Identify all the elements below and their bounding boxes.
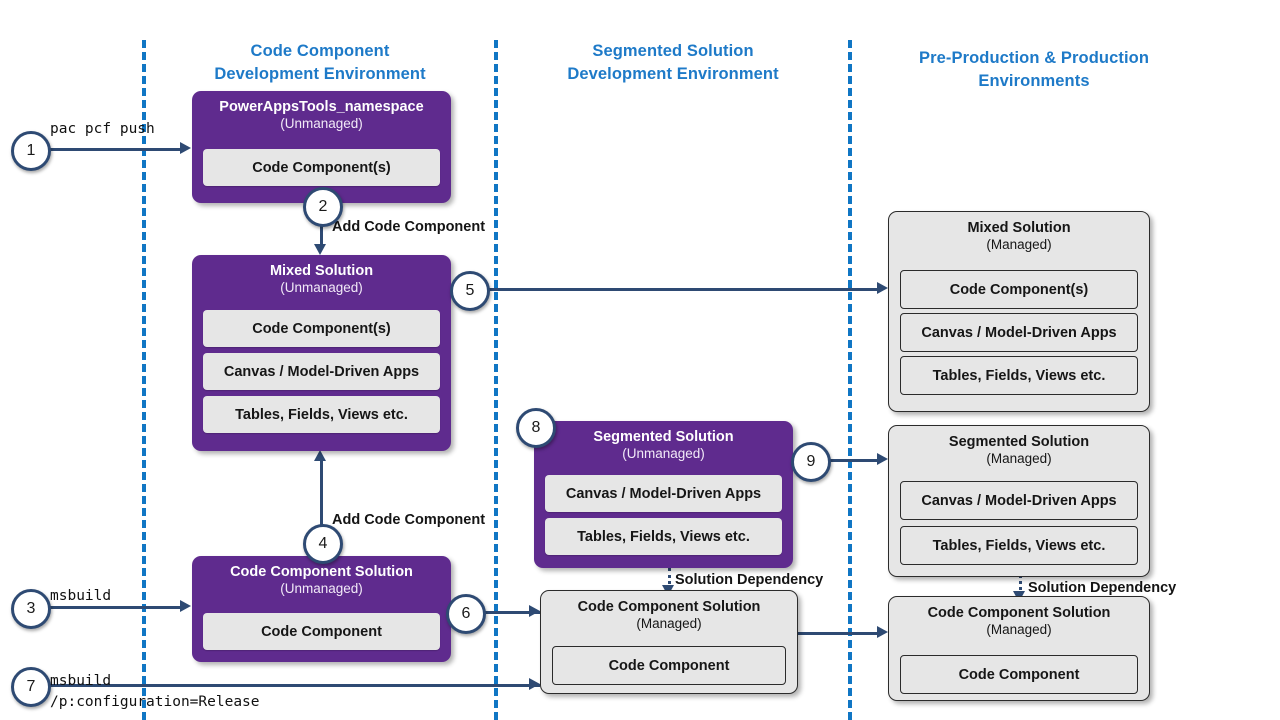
box-segmented-solution-managed[interactable]: Segmented Solution (Managed) Canvas / Mo… xyxy=(888,425,1150,577)
box-mixed-solution-unmanaged[interactable]: Mixed Solution (Unmanaged) Code Componen… xyxy=(192,255,451,451)
step-badge-9[interactable]: 9 xyxy=(791,442,831,482)
box-subtitle-text: (Unmanaged) xyxy=(280,280,363,295)
connector-mid-to-right-arrowhead xyxy=(877,626,888,638)
command-msbuild-release-line2: /p:configuration=Release xyxy=(50,694,260,710)
connector-step1-arrowhead xyxy=(180,142,191,154)
box-title: Code Component Solution (Unmanaged) xyxy=(192,556,451,597)
box-title-text: Mixed Solution xyxy=(967,220,1071,236)
box-title-text: Code Component Solution xyxy=(230,564,413,580)
connector-step4 xyxy=(320,456,323,556)
chip-canvas-model-driven-apps[interactable]: Canvas / Model-Driven Apps xyxy=(545,475,782,512)
lane-title-segmented: Segmented Solution Development Environme… xyxy=(523,40,823,86)
lane-divider-2 xyxy=(494,40,498,720)
edge-label-add-code-component-bottom: Add Code Component xyxy=(332,512,486,528)
lane-title-line1: Code Component xyxy=(250,42,390,60)
box-subtitle-text: (Unmanaged) xyxy=(622,446,705,461)
step-badge-1[interactable]: 1 xyxy=(11,131,51,171)
lane-divider-3 xyxy=(848,40,852,720)
step-badge-6[interactable]: 6 xyxy=(446,594,486,634)
connector-step5 xyxy=(484,288,880,291)
command-pac-pcf-push: pac pcf push xyxy=(50,121,155,137)
edge-label-solution-dependency-right: Solution Dependency xyxy=(1028,580,1177,596)
lane-title-line2: Development Environment xyxy=(567,65,779,83)
edge-label-solution-dependency-mid: Solution Dependency xyxy=(675,572,824,588)
box-subtitle-text: (Managed) xyxy=(986,237,1052,252)
chip-code-components[interactable]: Code Component(s) xyxy=(203,310,440,347)
box-mixed-solution-managed[interactable]: Mixed Solution (Managed) Code Component(… xyxy=(888,211,1150,412)
connector-step7-arrowhead xyxy=(529,678,540,690)
chip-canvas-model-driven-apps[interactable]: Canvas / Model-Driven Apps xyxy=(203,353,440,390)
step-badge-8[interactable]: 8 xyxy=(516,408,556,448)
box-title: Code Component Solution (Managed) xyxy=(889,597,1149,638)
chip-canvas-model-driven-apps[interactable]: Canvas / Model-Driven Apps xyxy=(900,313,1138,352)
connector-step6-arrowhead xyxy=(529,605,540,617)
chip-code-components[interactable]: Code Component(s) xyxy=(203,149,440,186)
edge-label-add-code-component-top: Add Code Component xyxy=(332,219,486,235)
box-title-text: Mixed Solution xyxy=(269,263,374,279)
connector-step9 xyxy=(824,459,880,462)
lane-divider-1 xyxy=(142,40,146,720)
box-title: Segmented Solution (Managed) xyxy=(889,426,1149,467)
box-title: PowerAppsTools_namespace (Unmanaged) xyxy=(192,91,451,132)
box-subtitle-text: (Managed) xyxy=(636,616,702,631)
box-powerappstools-namespace[interactable]: PowerAppsTools_namespace (Unmanaged) Cod… xyxy=(192,91,451,203)
connector-step7 xyxy=(44,684,540,687)
lane-title-production: Pre-Production & Production Environments xyxy=(884,47,1184,93)
box-code-component-solution-unmanaged[interactable]: Code Component Solution (Unmanaged) Code… xyxy=(192,556,451,662)
box-subtitle-text: (Unmanaged) xyxy=(280,116,363,131)
box-title-text: Segmented Solution xyxy=(593,429,734,445)
box-title: Mixed Solution (Managed) xyxy=(889,212,1149,253)
chip-canvas-model-driven-apps[interactable]: Canvas / Model-Driven Apps xyxy=(900,481,1138,520)
chip-tables-fields-views[interactable]: Tables, Fields, Views etc. xyxy=(203,396,440,433)
connector-mid-to-right-code-component-solution xyxy=(796,632,880,635)
connector-step3-arrowhead xyxy=(180,600,191,612)
chip-tables-fields-views[interactable]: Tables, Fields, Views etc. xyxy=(900,356,1138,395)
box-title: Segmented Solution (Unmanaged) xyxy=(534,421,793,462)
lane-title-code-component: Code Component Development Environment xyxy=(170,40,470,86)
dependency-line-mid xyxy=(668,568,671,590)
chip-tables-fields-views[interactable]: Tables, Fields, Views etc. xyxy=(900,526,1138,565)
connector-step3 xyxy=(44,606,182,609)
command-msbuild-release-line1: msbuild xyxy=(50,673,112,689)
chip-code-component[interactable]: Code Component xyxy=(203,613,440,650)
lane-title-line1: Pre-Production & Production xyxy=(918,49,1150,67)
step-badge-4[interactable]: 4 xyxy=(303,524,343,564)
box-subtitle-text: (Managed) xyxy=(986,622,1052,637)
chip-code-component[interactable]: Code Component xyxy=(552,646,786,685)
box-title-text: Segmented Solution xyxy=(948,434,1090,450)
box-title-text: PowerAppsTools_namespace xyxy=(219,99,424,115)
step-badge-3[interactable]: 3 xyxy=(11,589,51,629)
chip-tables-fields-views[interactable]: Tables, Fields, Views etc. xyxy=(545,518,782,555)
connector-step1 xyxy=(44,148,182,151)
chip-code-component[interactable]: Code Component xyxy=(900,655,1138,694)
lane-title-line2: Development Environment xyxy=(214,65,426,83)
box-segmented-solution-unmanaged[interactable]: Segmented Solution (Unmanaged) Canvas / … xyxy=(534,421,793,568)
step-badge-2[interactable]: 2 xyxy=(303,187,343,227)
box-title-text: Code Component Solution xyxy=(577,599,761,615)
connector-step4-arrowhead xyxy=(314,450,326,461)
box-code-component-solution-managed-middle[interactable]: Code Component Solution (Managed) Code C… xyxy=(540,590,798,694)
box-subtitle-text: (Unmanaged) xyxy=(280,581,363,596)
connector-step2-arrowhead xyxy=(314,244,326,255)
step-badge-5[interactable]: 5 xyxy=(450,271,490,311)
connector-step6 xyxy=(484,611,540,614)
box-subtitle-text: (Managed) xyxy=(986,451,1052,466)
box-title: Mixed Solution (Unmanaged) xyxy=(192,255,451,296)
box-title-text: Code Component Solution xyxy=(927,605,1111,621)
lane-title-line2: Environments xyxy=(978,72,1090,90)
dependency-line-right xyxy=(1019,568,1022,596)
box-title: Code Component Solution (Managed) xyxy=(541,591,797,632)
command-msbuild: msbuild xyxy=(50,588,112,604)
connector-step5-arrowhead xyxy=(877,282,888,294)
box-code-component-solution-managed-right[interactable]: Code Component Solution (Managed) Code C… xyxy=(888,596,1150,701)
connector-step9-arrowhead xyxy=(877,453,888,465)
step-badge-7[interactable]: 7 xyxy=(11,667,51,707)
chip-code-components[interactable]: Code Component(s) xyxy=(900,270,1138,309)
lane-title-line1: Segmented Solution xyxy=(592,42,754,60)
